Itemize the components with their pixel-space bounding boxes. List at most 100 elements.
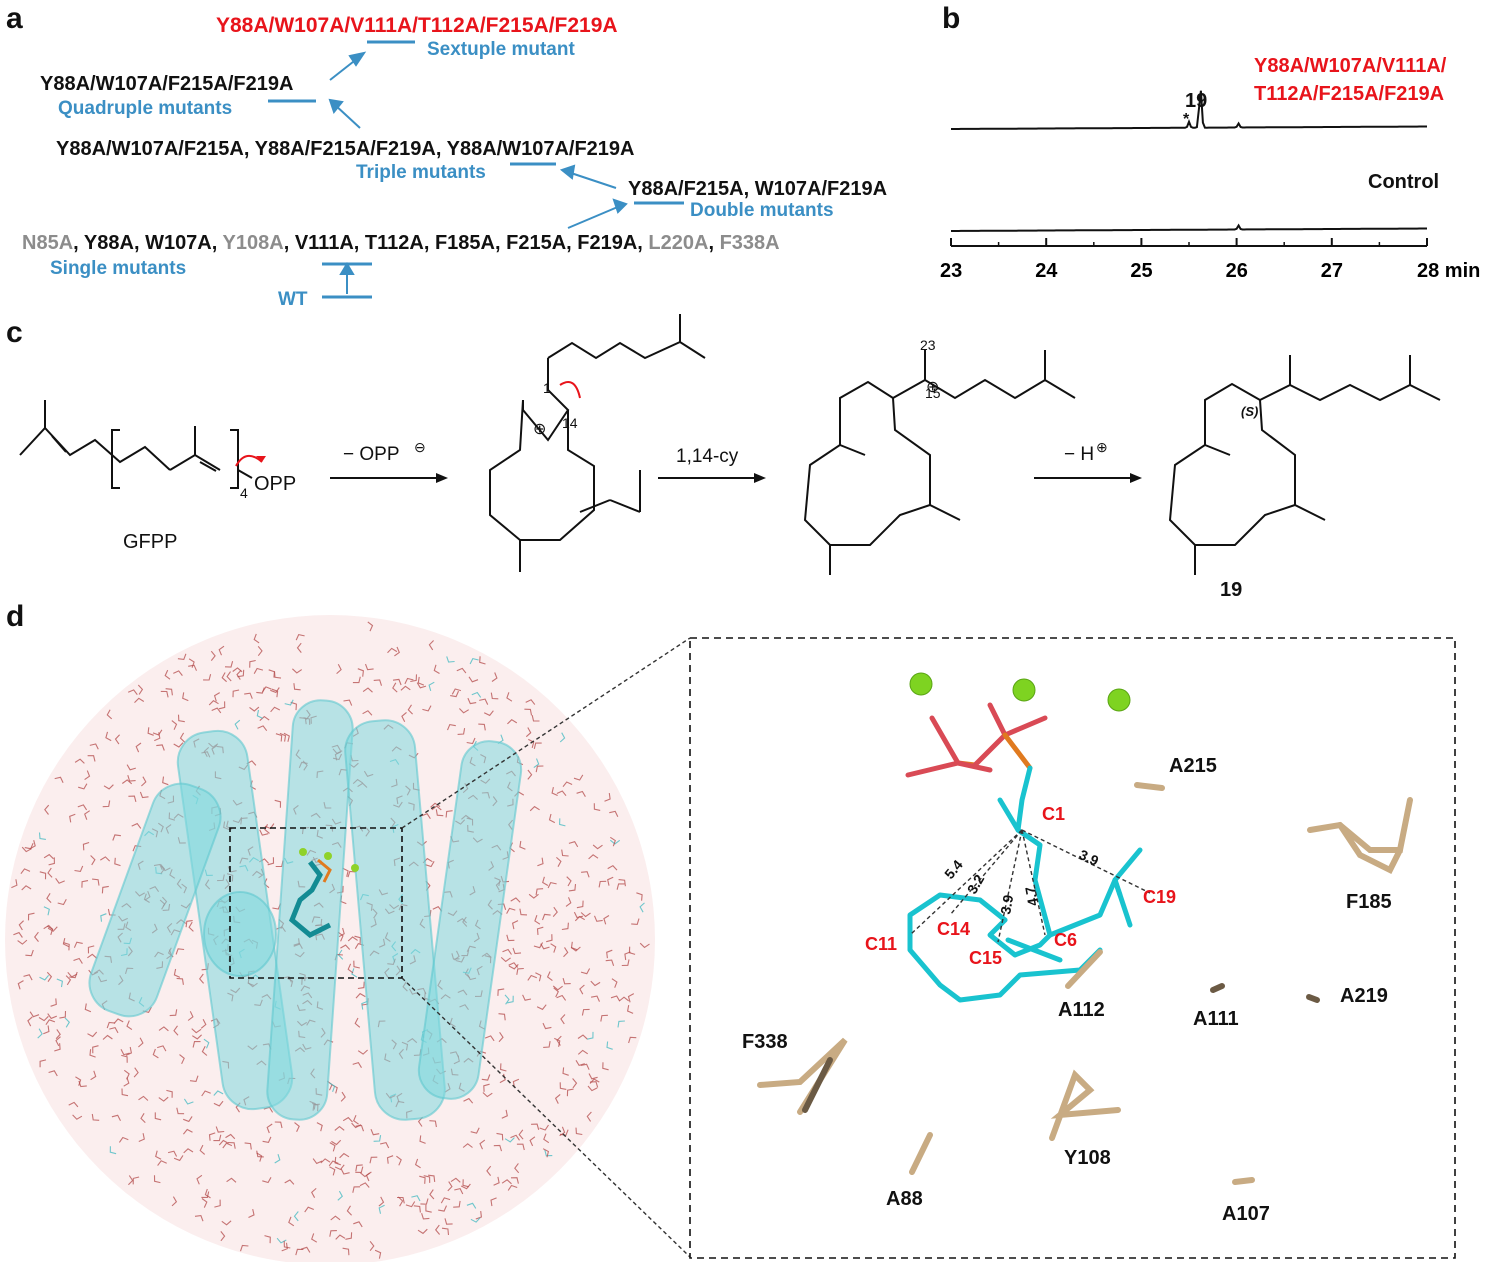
water-molecule xyxy=(125,1046,133,1056)
substrate-methyl2 xyxy=(1112,877,1133,928)
water-molecule xyxy=(127,775,136,782)
water-molecule xyxy=(606,1041,613,1050)
water-molecule xyxy=(177,714,185,723)
water-molecule xyxy=(602,1062,609,1071)
water-molecule xyxy=(257,645,263,657)
water-molecule xyxy=(77,804,88,811)
water-molecule xyxy=(556,856,562,867)
water-molecule xyxy=(43,906,50,916)
water-molecule xyxy=(121,1054,128,1063)
water-molecule xyxy=(365,1171,372,1182)
water-molecule xyxy=(162,776,169,786)
water-molecule xyxy=(43,1025,50,1035)
water-molecule xyxy=(57,898,67,906)
water-molecule xyxy=(504,994,510,1005)
water-molecule xyxy=(92,878,100,886)
water-molecule xyxy=(481,1074,491,1081)
water-molecule xyxy=(556,790,567,797)
water-molecule xyxy=(226,1177,237,1183)
water-molecule xyxy=(568,884,577,892)
water-molecule xyxy=(191,1028,202,1034)
water-molecule xyxy=(456,667,467,674)
water-molecule xyxy=(20,868,31,875)
water-molecule xyxy=(374,1249,382,1259)
peak-label-19: 19 xyxy=(1185,90,1207,112)
water-molecule xyxy=(373,679,383,686)
water-molecule xyxy=(454,1187,464,1195)
carbon-labels: C1 C19 C6 C15 C14 C11 xyxy=(865,804,1176,968)
water-molecule xyxy=(470,1217,481,1223)
water-molecule xyxy=(345,1232,353,1240)
water-molecule xyxy=(59,1010,67,1019)
water-molecule xyxy=(580,968,591,975)
water-molecule xyxy=(342,1247,350,1256)
water-molecule xyxy=(68,1101,79,1108)
water-molecule xyxy=(631,918,640,925)
water-molecule xyxy=(201,1090,211,1097)
water-molecule xyxy=(109,1026,119,1034)
water-molecule xyxy=(434,1224,441,1235)
water-molecule xyxy=(501,1109,508,1119)
water-molecule xyxy=(367,621,374,632)
ligand-small xyxy=(289,848,359,938)
sextuple-mutant-label: Sextuple mutant xyxy=(427,39,575,60)
water-molecule xyxy=(484,1035,495,1042)
water-molecule xyxy=(373,1135,382,1142)
water-molecule xyxy=(11,879,18,889)
substrate-tail xyxy=(1047,847,1143,938)
water-molecule xyxy=(497,988,505,996)
water-molecule xyxy=(102,1034,113,1040)
water-molecule xyxy=(546,934,553,943)
water-molecule xyxy=(244,692,253,699)
water-molecule xyxy=(73,941,83,948)
water-molecule xyxy=(274,799,282,808)
water-molecule xyxy=(467,697,477,705)
water-molecule xyxy=(17,980,24,990)
water-molecule xyxy=(510,897,521,903)
water-molecule xyxy=(84,810,91,820)
water-molecule xyxy=(603,915,610,925)
water-molecule xyxy=(340,1168,350,1175)
water-molecule xyxy=(109,1146,117,1155)
water-molecule xyxy=(450,690,460,698)
water-molecule xyxy=(362,687,373,693)
water-molecule xyxy=(112,834,121,841)
water-molecule xyxy=(425,861,435,868)
water-molecule xyxy=(121,1088,129,1097)
water-molecule xyxy=(78,783,88,790)
water-molecule xyxy=(87,953,98,959)
water-molecule xyxy=(281,1242,288,1252)
water-molecule xyxy=(39,974,50,981)
diphosphate xyxy=(905,702,1048,778)
water-molecule xyxy=(75,1076,82,1086)
water-molecule xyxy=(552,985,563,991)
water-molecule xyxy=(611,978,618,988)
water-molecule xyxy=(21,846,32,853)
water-molecule xyxy=(64,1017,70,1028)
triple-mutant-label: Triple mutants xyxy=(356,162,486,183)
water-molecule xyxy=(293,683,301,691)
water-molecule xyxy=(453,1200,461,1208)
water-molecule xyxy=(128,795,137,803)
water-molecule xyxy=(624,951,631,961)
residue-label: F185 xyxy=(1346,891,1392,913)
water-molecule xyxy=(609,836,616,847)
water-molecule xyxy=(482,1092,493,1098)
water-molecule xyxy=(512,1078,520,1088)
panel-d-protein-overview xyxy=(5,615,691,1262)
water-molecule xyxy=(536,926,544,935)
water-molecule xyxy=(500,956,511,963)
water-molecule xyxy=(114,857,121,867)
water-molecule xyxy=(428,640,434,651)
water-molecule xyxy=(405,1201,416,1208)
water-molecule xyxy=(478,723,486,731)
water-molecule xyxy=(459,708,469,714)
water-molecule xyxy=(355,992,366,999)
water-molecule xyxy=(214,1199,221,1208)
water-molecule xyxy=(518,1129,524,1140)
water-molecule xyxy=(337,1190,343,1201)
water-molecule xyxy=(592,844,603,850)
water-molecule xyxy=(404,677,414,685)
water-molecule xyxy=(50,998,57,1007)
water-molecule xyxy=(392,682,398,693)
